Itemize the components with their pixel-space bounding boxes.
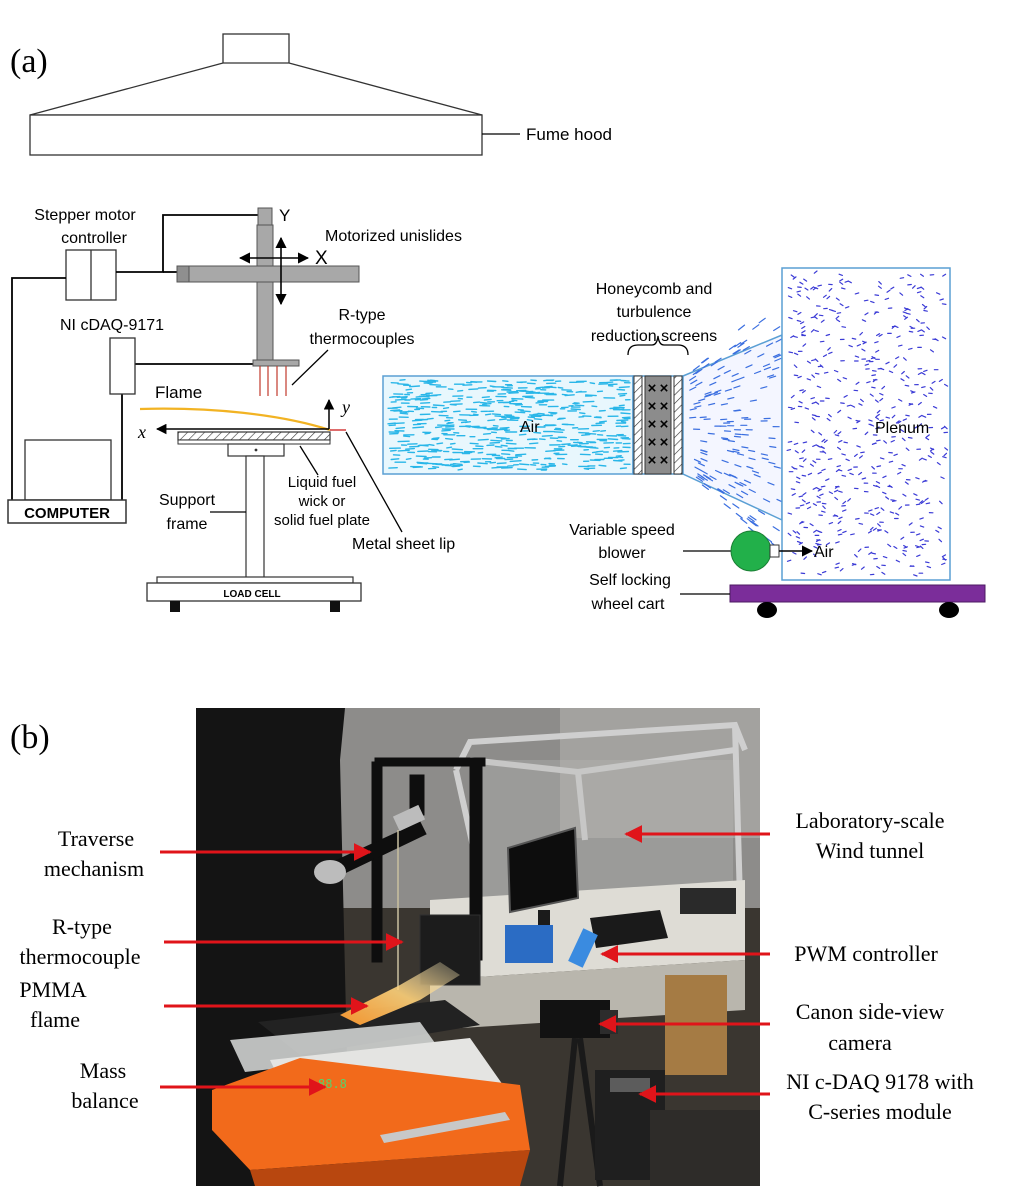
r-type-thermocouple-label-1: R-type	[52, 914, 112, 939]
lab-photograph	[196, 708, 760, 1187]
blower-label-1: Variable speed	[569, 522, 675, 539]
canon-label-2: camera	[828, 1030, 892, 1055]
air-blower-label: Air	[814, 544, 834, 561]
fuel-tray	[177, 429, 346, 445]
computer	[7, 439, 127, 524]
cart-wheel-left	[757, 602, 777, 618]
support-frame	[227, 443, 285, 579]
callout-arrows	[160, 825, 770, 1103]
wind-tunnel-label-2: Wind tunnel	[816, 838, 925, 863]
air-tunnel-label: Air	[520, 419, 540, 436]
support-frame-label-1: Support	[159, 492, 216, 509]
mass-balance-label-1: Mass	[80, 1058, 126, 1083]
cart-label-1: Self locking	[589, 572, 671, 589]
flame-label: Flame	[155, 383, 202, 402]
traverse-label-1: Traverse	[58, 826, 134, 851]
pwm-label: PWM controller	[794, 941, 938, 966]
stepper-controller-label-1: Stepper motor	[34, 207, 136, 224]
ni-daq-label-1: NI c-DAQ 9178 with	[786, 1069, 974, 1094]
support-frame-label-2: frame	[167, 516, 208, 533]
fume-hood	[29, 33, 520, 156]
panel-a-label: (a)	[10, 43, 48, 80]
honeycomb-screens	[633, 375, 683, 475]
daq-box	[109, 337, 136, 395]
wind-tunnel-section	[382, 317, 784, 550]
r-type-thermocouples-label-1: R-type	[338, 307, 385, 324]
coordinate-axes	[155, 398, 335, 435]
plenum	[781, 267, 951, 581]
stepper-controller-label-2: controller	[61, 230, 127, 247]
thermocouples	[259, 366, 287, 396]
ni-cdaq-label: NI cDAQ-9171	[60, 317, 164, 334]
balance-display: 88.8	[318, 1077, 347, 1091]
fume-hood-label: Fume hood	[526, 125, 612, 144]
metal-sheet-lip-label: Metal sheet lip	[352, 536, 455, 553]
wiring	[11, 214, 258, 500]
liquid-fuel-label-2: wick or	[298, 493, 346, 510]
xy-motion-arrows	[238, 236, 310, 306]
honeycomb-label-3: reduction screens	[591, 328, 717, 345]
mass-balance-label-2: balance	[71, 1088, 138, 1113]
traverse-label-2: mechanism	[44, 856, 144, 881]
flame-curve	[139, 407, 331, 432]
stepper-motor-controller	[65, 249, 117, 301]
liquid-fuel-label-1: Liquid fuel	[288, 474, 356, 491]
motorized-unislides-label: Motorized unislides	[325, 228, 462, 245]
load-cell-label: LOAD CELL	[223, 589, 280, 600]
r-type-thermocouples-label-2: thermocouples	[310, 331, 415, 348]
axis-x-upper-label: X	[315, 248, 328, 269]
thermocouple-leader	[291, 349, 329, 386]
blower-label-2: blower	[598, 545, 646, 562]
panel-b-label: (b)	[10, 719, 50, 756]
computer-label: COMPUTER	[24, 505, 110, 522]
r-type-thermocouple-label-2: thermocouple	[20, 944, 141, 969]
liquid-fuel-label-3: solid fuel plate	[274, 512, 370, 529]
pmma-label-1: PMMA	[19, 977, 86, 1002]
axis-y-upper-label: Y	[279, 206, 290, 225]
wind-tunnel-label-1: Laboratory-scale	[795, 808, 944, 833]
wheel-cart	[729, 584, 986, 603]
cart-wheel-right	[939, 602, 959, 618]
load-cell	[146, 576, 362, 612]
honeycomb-label-1: Honeycomb and	[596, 281, 713, 298]
liquid-fuel-leader	[299, 445, 319, 476]
canon-label-1: Canon side-view	[796, 999, 945, 1024]
honeycomb-label-2: turbulence	[617, 304, 692, 321]
pmma-label-2: flame	[30, 1007, 80, 1032]
cart-label-2: wheel cart	[591, 596, 665, 613]
plenum-label: Plenum	[875, 420, 929, 437]
blower-outlet	[769, 544, 780, 558]
variable-speed-blower	[730, 530, 772, 572]
axis-y-lower-label: y	[340, 397, 350, 417]
ni-daq-label-2: C-series module	[808, 1099, 952, 1124]
axis-x-lower-label: x	[137, 422, 146, 442]
metal-lip-leader	[345, 431, 403, 533]
honeycomb-brace	[627, 335, 689, 356]
motorized-unislides	[176, 207, 360, 367]
